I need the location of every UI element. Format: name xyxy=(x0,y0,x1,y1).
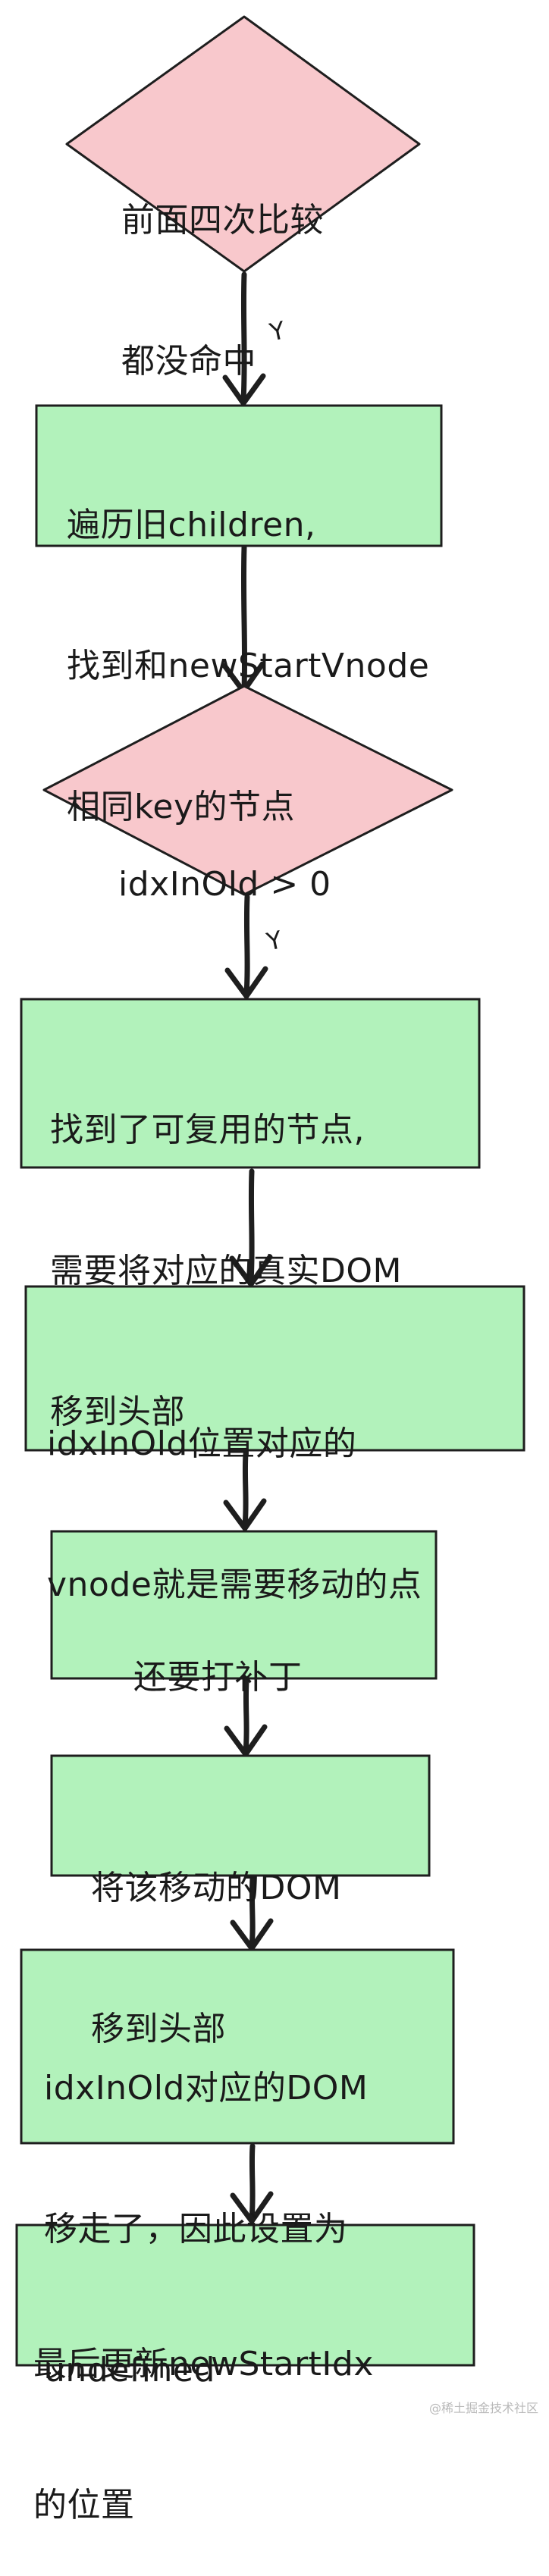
process-text-5: 将该移动的DOM 移到头部 xyxy=(91,1771,341,2100)
process-box-3 xyxy=(24,1285,525,1452)
process-6-line-1: idxInOld对应的DOM xyxy=(44,2069,369,2107)
decision-1-line-1: 前面四次比较 xyxy=(121,201,324,240)
decision-2-line-1: idxInOld > 0 xyxy=(118,865,331,904)
arrow-8 xyxy=(230,2143,274,2224)
arrow-5 xyxy=(223,1451,267,1531)
process-box-1 xyxy=(35,404,443,547)
process-6-line-3: undefined xyxy=(44,2351,215,2390)
arrow-6 xyxy=(224,1678,268,1757)
process-4-line-1: 还要打补丁 xyxy=(133,1658,303,1697)
decision-text-2: idxInOld > 0 xyxy=(118,767,331,955)
process-1-line-1: 遍历旧children, xyxy=(67,506,316,544)
process-7-line-2: 的位置 xyxy=(33,2486,135,2524)
process-1-line-3: 相同key的节点 xyxy=(67,788,296,826)
process-text-7: 最后更新newStartIdx 的位置 xyxy=(33,2247,374,2576)
decision-text-1: 前面四次比较 都没命中 xyxy=(121,103,324,432)
arrow-3 xyxy=(224,894,268,999)
process-3-line-2: vnode就是需要移动的点 xyxy=(47,1565,422,1604)
flowchart-canvas xyxy=(15,15,525,2367)
process-2-line-3: 移到头部 xyxy=(50,1393,185,1431)
process-text-2: 找到了可复用的节点, 需要将对应的真实DOM 移到头部 xyxy=(50,1013,402,1483)
watermark: @稀土掘金技术社区 xyxy=(428,2401,538,2415)
decision-shape-2 xyxy=(42,685,453,896)
process-2-line-1: 找到了可复用的节点, xyxy=(50,1111,365,1149)
process-2-line-2: 需要将对应的真实DOM xyxy=(50,1252,402,1290)
arrow-4 xyxy=(229,1168,273,1287)
decision-shape-1 xyxy=(65,15,421,273)
decision-1-line-2: 都没命中 xyxy=(121,342,256,381)
process-box-4 xyxy=(50,1530,438,1680)
process-7-line-1: 最后更新newStartIdx xyxy=(33,2345,374,2383)
process-text-6: idxInOld对应的DOM 移走了，因此设置为 undefined xyxy=(44,1971,368,2441)
arrow-1 xyxy=(222,271,266,406)
process-text-1: 遍历旧children, 找到和newStartVnode 相同key的节点 xyxy=(67,408,429,878)
process-box-6 xyxy=(20,1948,455,2145)
process-1-line-2: 找到和newStartVnode xyxy=(67,647,430,685)
process-5-line-1: 将该移动的DOM xyxy=(91,1869,342,1907)
process-box-5 xyxy=(50,1754,431,1877)
process-text-4: 还要打补丁 xyxy=(133,1560,303,1748)
process-box-2 xyxy=(20,998,481,1169)
process-6-line-2: 移走了，因此设置为 xyxy=(44,2210,348,2249)
process-3-line-1: idxInOld位置对应的 xyxy=(47,1424,357,1463)
process-text-3: idxInOld位置对应的 vnode就是需要移动的点 xyxy=(47,1327,422,1656)
process-box-7 xyxy=(15,2223,475,2367)
arrow-7 xyxy=(230,1876,274,1951)
process-5-line-2: 移到头部 xyxy=(91,2010,226,2048)
